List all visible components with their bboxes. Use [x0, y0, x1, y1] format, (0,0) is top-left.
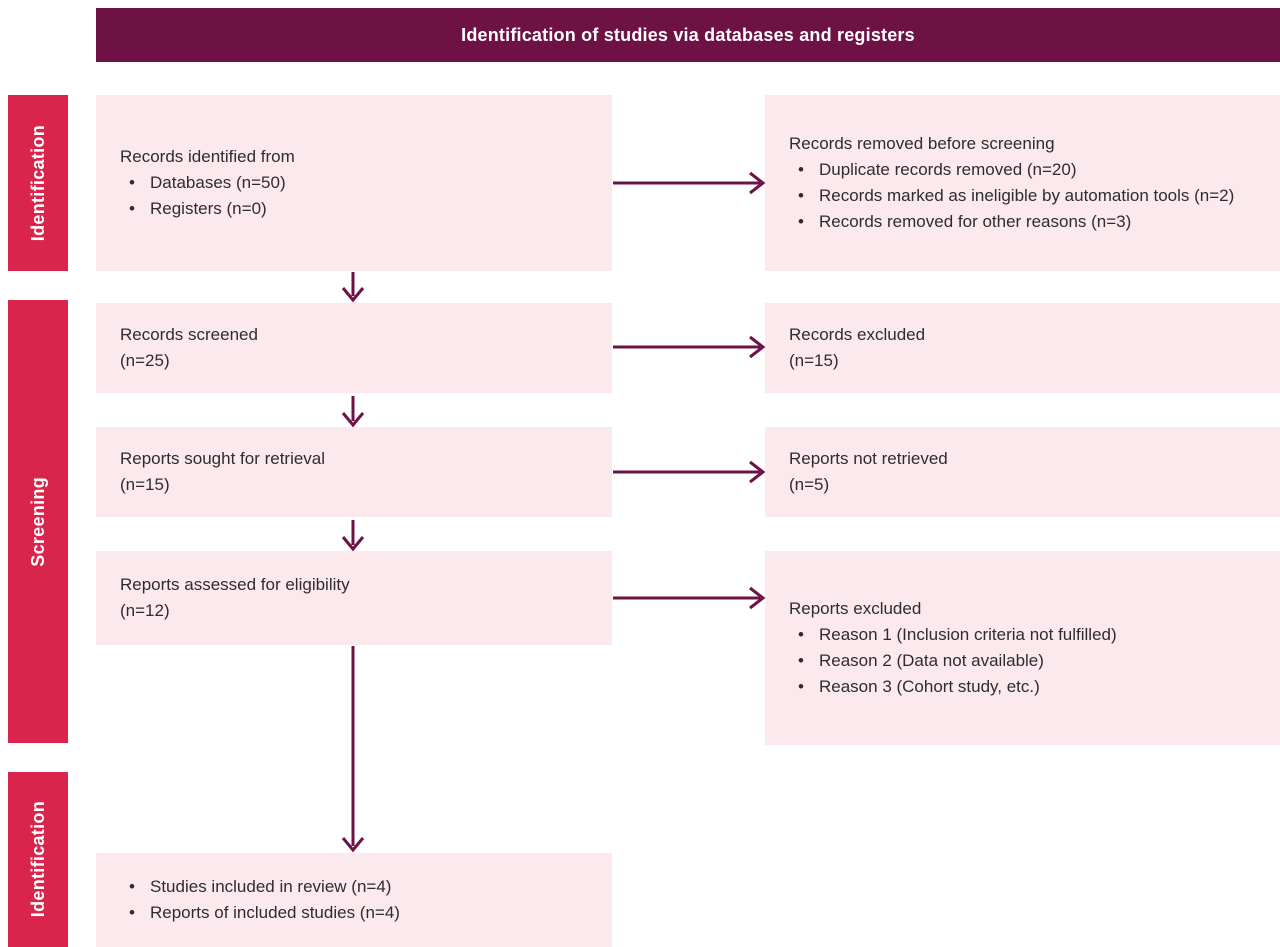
- bullet-item: Reports of included studies (n=4): [120, 900, 588, 926]
- bullet-list: Duplicate records removed (n=20) Records…: [789, 157, 1256, 235]
- box-reports-assessed: Reports assessed for eligibility (n=12): [96, 551, 612, 645]
- stage-label-text: Identification: [27, 801, 48, 918]
- down-arrow-icon: [341, 396, 365, 428]
- bullet-item: Duplicate records removed (n=20): [789, 157, 1256, 183]
- box-reports-excluded: Reports excluded Reason 1 (Inclusion cri…: [765, 551, 1280, 745]
- stage-label-text: Screening: [27, 476, 48, 567]
- box-heading: Records screened: [120, 325, 258, 344]
- box-heading: Reports not retrieved: [789, 449, 948, 468]
- box-reports-not-retrieved: Reports not retrieved (n=5): [765, 427, 1280, 517]
- bullet-list: Databases (n=50) Registers (n=0): [120, 170, 588, 222]
- stage-label-screening: Screening: [8, 300, 68, 743]
- box-records-identified: Records identified from Databases (n=50)…: [96, 95, 612, 271]
- box-heading: Reports excluded: [789, 599, 922, 618]
- box-records-screened: Records screened (n=25): [96, 303, 612, 393]
- right-arrow-icon: [613, 586, 766, 610]
- box-count: (n=15): [789, 351, 839, 370]
- box-studies-included: Studies included in review (n=4) Reports…: [96, 853, 612, 947]
- box-count: (n=25): [120, 351, 170, 370]
- down-arrow-icon: [341, 520, 365, 552]
- bullet-item: Records removed for other reasons (n=3): [789, 209, 1256, 235]
- box-heading: Reports sought for retrieval: [120, 449, 326, 468]
- box-heading: Records identified from: [120, 147, 295, 166]
- bullet-item: Reason 1 (Inclusion criteria not fulfill…: [789, 622, 1256, 648]
- down-arrow-icon: [341, 646, 365, 853]
- box-heading: Records excluded: [789, 325, 926, 344]
- down-arrow-icon: [341, 272, 365, 303]
- box-reports-sought: Reports sought for retrieval (n=15): [96, 427, 612, 517]
- box-records-removed: Records removed before screening Duplica…: [765, 95, 1280, 271]
- bullet-item: Databases (n=50): [120, 170, 588, 196]
- stage-label-text: Identification: [27, 124, 48, 242]
- bullet-item: Registers (n=0): [120, 196, 588, 222]
- bullet-list: Reason 1 (Inclusion criteria not fulfill…: [789, 622, 1256, 700]
- right-arrow-icon: [613, 460, 766, 484]
- diagram-title: Identification of studies via databases …: [461, 24, 915, 45]
- bullet-item: Studies included in review (n=4): [120, 874, 588, 900]
- box-records-excluded: Records excluded (n=15): [765, 303, 1280, 393]
- box-count: (n=12): [120, 601, 170, 620]
- bullet-item: Reason 2 (Data not available): [789, 648, 1256, 674]
- bullet-item: Reason 3 (Cohort study, etc.): [789, 674, 1256, 700]
- stage-label-included: Identification: [8, 772, 68, 947]
- box-count: (n=15): [120, 475, 170, 494]
- box-count: (n=5): [789, 475, 830, 494]
- bullet-item: Records marked as ineligible by automati…: [789, 183, 1256, 209]
- right-arrow-icon: [613, 335, 766, 359]
- diagram-title-bar: Identification of studies via databases …: [96, 8, 1280, 62]
- box-heading: Records removed before screening: [789, 134, 1055, 153]
- stage-label-identification: Identification: [8, 95, 68, 271]
- box-heading: Reports assessed for eligibility: [120, 575, 350, 594]
- bullet-list: Studies included in review (n=4) Reports…: [120, 874, 588, 926]
- right-arrow-icon: [613, 171, 766, 195]
